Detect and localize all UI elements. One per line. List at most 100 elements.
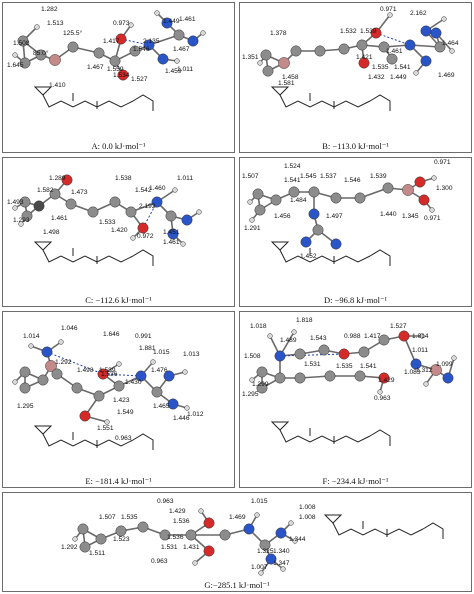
atom bbox=[402, 184, 414, 196]
atom bbox=[378, 41, 390, 53]
atom bbox=[61, 174, 73, 186]
bond-length-label: 1.008 bbox=[299, 514, 316, 521]
bond-length-label: 1.507 bbox=[242, 173, 259, 180]
chain-line bbox=[42, 433, 134, 447]
bond-length-label: 0.971 bbox=[424, 215, 441, 222]
bond-length-label: 1.534 bbox=[113, 72, 130, 79]
bond-length-label: 1.013 bbox=[183, 351, 200, 358]
atom bbox=[280, 566, 286, 572]
bond-length-label: 1.292 bbox=[55, 359, 72, 366]
caption-f: F: −234.4 kJ·mol⁻¹ bbox=[322, 476, 389, 486]
caption-b: B: −113.0 kJ·mol⁻¹ bbox=[322, 141, 389, 151]
bond-length-label: 0.963 bbox=[374, 395, 391, 402]
atom bbox=[430, 27, 442, 39]
atom bbox=[128, 22, 134, 28]
bond-length-label: 1.541 bbox=[394, 64, 411, 71]
atom bbox=[442, 372, 454, 384]
atom bbox=[58, 339, 64, 345]
atom bbox=[414, 176, 426, 188]
bond-length-label: 1.446 bbox=[173, 415, 190, 422]
bond-length-label: 1.545 bbox=[300, 173, 317, 180]
atom bbox=[49, 54, 61, 66]
atom bbox=[420, 55, 432, 67]
atom bbox=[167, 228, 179, 240]
atom bbox=[129, 45, 141, 57]
atom bbox=[165, 210, 177, 222]
bond-length-label: 1.541 bbox=[284, 177, 301, 184]
atom bbox=[116, 361, 122, 367]
bond-length-label: 1.542 bbox=[135, 187, 152, 194]
atom bbox=[338, 348, 350, 360]
atom bbox=[187, 35, 199, 47]
bond-length-label: 1.420 bbox=[111, 227, 128, 234]
atom bbox=[418, 194, 430, 206]
atom bbox=[19, 366, 31, 378]
atom bbox=[356, 39, 368, 51]
bond-length-label: 1.429 bbox=[378, 377, 395, 384]
atom bbox=[198, 508, 204, 514]
atom bbox=[260, 49, 272, 61]
bond-length-label: 1.531 bbox=[161, 544, 178, 551]
atom bbox=[95, 533, 107, 545]
atom bbox=[308, 208, 320, 220]
bond-length-label: 1.527 bbox=[131, 76, 148, 83]
atom bbox=[174, 58, 180, 64]
bond-length-label: 0.963 bbox=[151, 558, 168, 565]
atom bbox=[378, 334, 390, 346]
atom bbox=[243, 523, 255, 535]
chain-line bbox=[279, 249, 371, 263]
bond-length-label: 1.312 bbox=[416, 367, 433, 374]
bond-length-label: 1.508 bbox=[13, 40, 30, 47]
atom bbox=[28, 343, 34, 349]
bond-length-label: 1.484 bbox=[290, 197, 307, 204]
bond-length-label: 1.489 bbox=[280, 337, 297, 344]
bond-length-label: 1.417 bbox=[364, 333, 381, 340]
atom bbox=[291, 329, 297, 335]
bond-length-label: 1.546 bbox=[344, 177, 361, 184]
atom bbox=[338, 43, 350, 55]
atom bbox=[41, 346, 53, 358]
atom bbox=[398, 330, 410, 342]
atom bbox=[420, 25, 432, 37]
atom bbox=[130, 235, 136, 241]
bond-length-label: 0.971 bbox=[434, 159, 451, 166]
bond-length-label: 1.818 bbox=[296, 317, 313, 324]
atom bbox=[262, 65, 274, 77]
bond-length-label: 1.646 bbox=[103, 331, 120, 338]
atom bbox=[19, 57, 31, 69]
bond-length-label: 2.192 bbox=[139, 203, 156, 210]
atom bbox=[423, 381, 429, 387]
bond-length-label: 1.429 bbox=[169, 508, 186, 515]
atom bbox=[12, 52, 18, 58]
atom bbox=[249, 377, 255, 383]
atom bbox=[377, 389, 383, 395]
bond-length-label: 1.430 bbox=[125, 379, 142, 386]
bond-length-label: 1.535 bbox=[336, 363, 353, 370]
bond-length-label: 1.535 bbox=[372, 64, 389, 71]
atom bbox=[294, 348, 306, 360]
bond-length-label: 1.497 bbox=[326, 213, 343, 220]
bond-length-label: 1.467 bbox=[173, 46, 190, 53]
ring-line bbox=[323, 514, 343, 524]
bond-length-label: 1.469 bbox=[229, 514, 246, 521]
atom bbox=[117, 69, 129, 81]
atom bbox=[358, 346, 370, 358]
atom bbox=[259, 539, 271, 551]
ring-line bbox=[33, 241, 53, 251]
bond-length-label: 1.461 bbox=[386, 48, 403, 55]
atom bbox=[173, 29, 185, 41]
bond-length-label: 1.451 bbox=[163, 229, 180, 236]
bond-length-label: 1.449 bbox=[163, 18, 180, 25]
skeletal-formula bbox=[270, 241, 391, 266]
atom bbox=[180, 241, 186, 247]
bond-length-label: 1.881 bbox=[139, 345, 156, 352]
atom bbox=[318, 344, 330, 356]
atom bbox=[370, 27, 382, 39]
